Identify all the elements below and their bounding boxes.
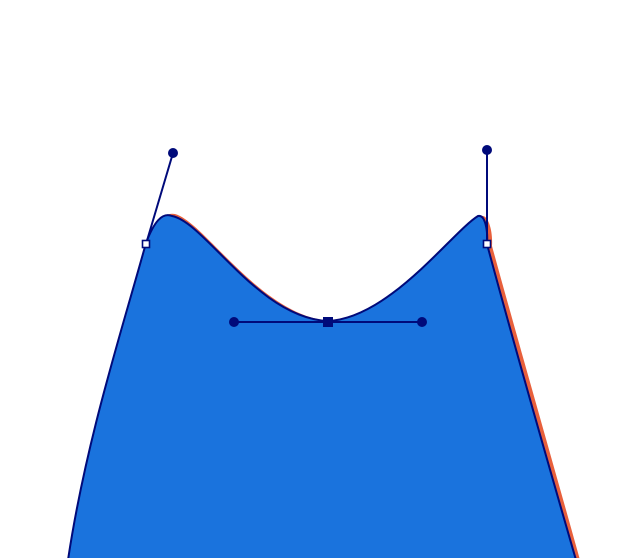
blue-shape[interactable] (67, 214, 577, 558)
middle-smooth-anchor[interactable] (323, 317, 333, 327)
left-corner-anchor[interactable] (141, 239, 151, 249)
left-handle-point[interactable] (168, 148, 178, 158)
middle-left-handle-point[interactable] (229, 317, 239, 327)
right-handle-point[interactable] (482, 145, 492, 155)
middle-right-handle-point[interactable] (417, 317, 427, 327)
right-corner-anchor[interactable] (482, 239, 492, 249)
left-handle-line (145, 152, 174, 245)
